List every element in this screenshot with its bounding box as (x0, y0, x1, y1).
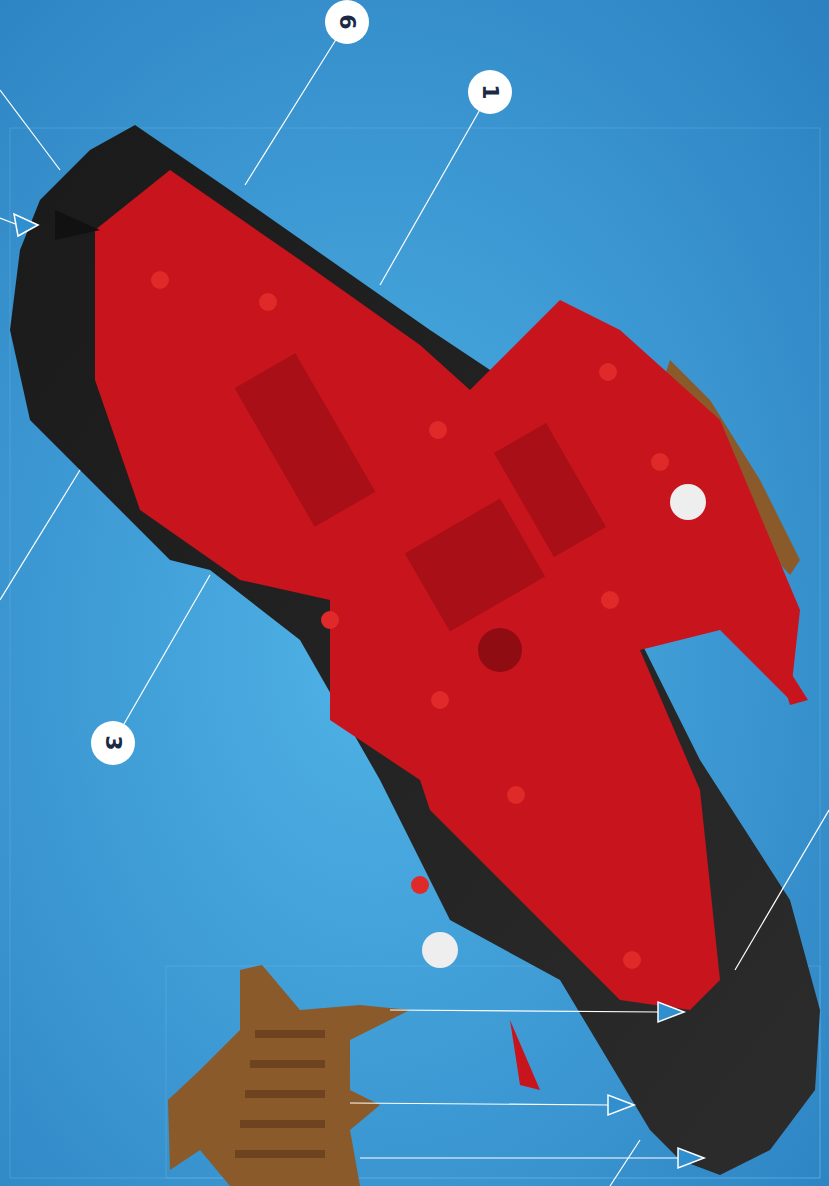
callout-circle: 6 (325, 0, 369, 44)
callout-circle: 3 (91, 721, 135, 765)
leader-lines (0, 22, 829, 1186)
callout-number: 6 (336, 14, 358, 29)
deck-holes (422, 484, 706, 968)
callout-circle: 1 (468, 70, 512, 114)
brown-ladder (168, 965, 410, 1186)
arrowheads (14, 214, 704, 1168)
deck-pegs (151, 271, 669, 969)
red-spike (510, 1020, 540, 1090)
callout-number: 1 (479, 84, 501, 99)
deck-red (95, 170, 800, 1010)
red-spike (770, 640, 808, 705)
deck-details (235, 353, 606, 672)
hull-spike (55, 210, 100, 240)
callout-number: 3 (102, 735, 124, 750)
hull-black (10, 125, 820, 1175)
